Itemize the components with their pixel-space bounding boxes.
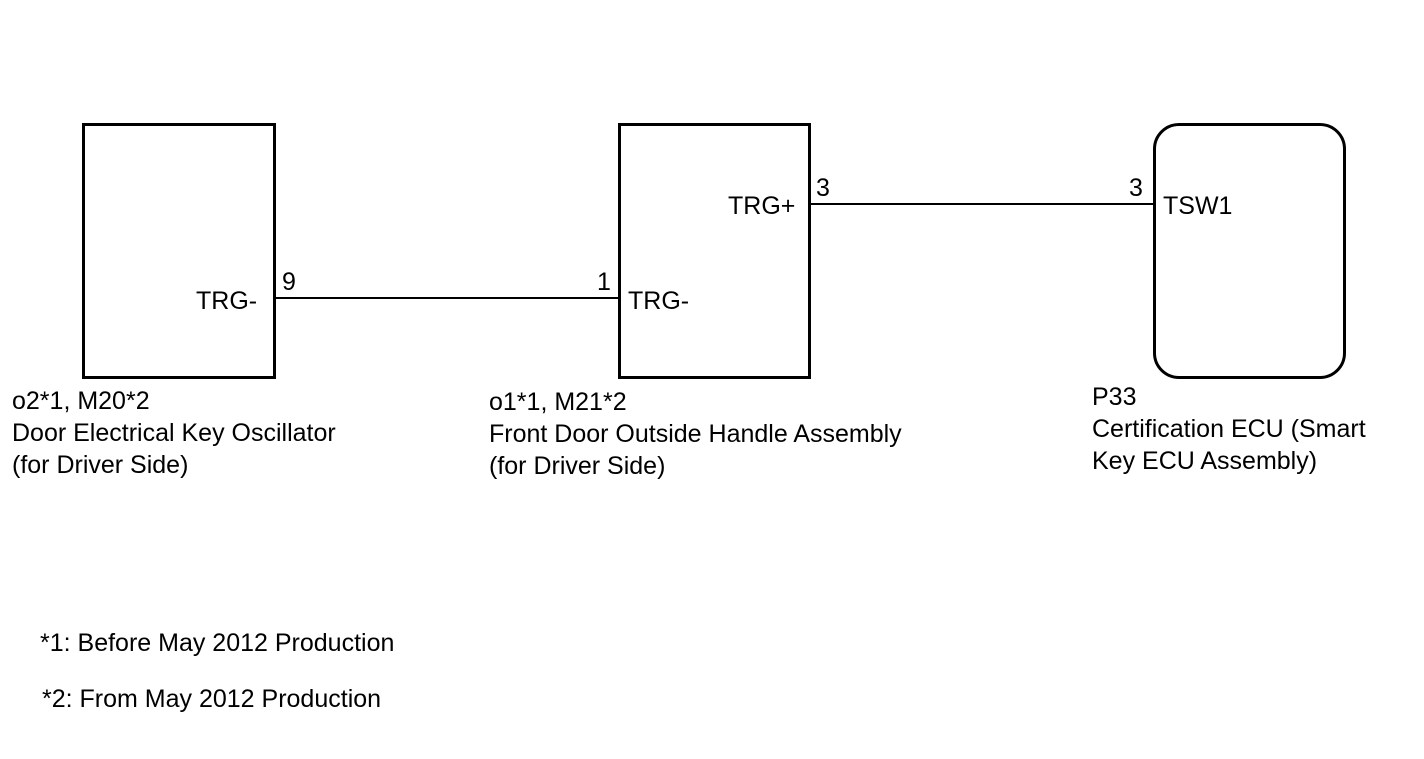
ecu-name2: Key ECU Assembly) xyxy=(1092,447,1318,475)
footnote-2: *2: From May 2012 Production xyxy=(42,685,382,713)
oscillator-name2: (for Driver Side) xyxy=(12,451,189,479)
ecu-connector: P33 xyxy=(1092,383,1137,411)
ecu-name: Certification ECU (Smart xyxy=(1092,415,1366,443)
ecu-box xyxy=(1153,123,1346,379)
handle-connector: o1*1, M21*2 xyxy=(489,388,627,416)
handle-name2: (for Driver Side) xyxy=(489,452,666,480)
ecu-pin-label: TSW1 xyxy=(1163,192,1233,220)
handle-pin-left-number: 1 xyxy=(597,268,611,296)
handle-caption: o1*1, M21*2 Front Door Outside Handle As… xyxy=(489,386,902,482)
handle-name: Front Door Outside Handle Assembly xyxy=(489,420,902,448)
oscillator-caption: o2*1, M20*2 Door Electrical Key Oscillat… xyxy=(12,385,336,481)
oscillator-box xyxy=(82,123,276,379)
handle-pin-left-label: TRG- xyxy=(628,287,690,315)
oscillator-pin-number: 9 xyxy=(282,268,296,296)
handle-pin-right-number: 3 xyxy=(816,174,830,202)
oscillator-connector: o2*1, M20*2 xyxy=(12,387,150,415)
ecu-pin-number: 3 xyxy=(1129,174,1143,202)
wire-trg-plus xyxy=(811,203,1153,205)
footnote-1: *1: Before May 2012 Production xyxy=(40,629,395,657)
oscillator-pin-label: TRG- xyxy=(196,287,258,315)
handle-box xyxy=(618,123,811,379)
ecu-caption: P33 Certification ECU (Smart Key ECU Ass… xyxy=(1092,381,1366,477)
handle-pin-right-label: TRG+ xyxy=(728,192,796,220)
wire-trg-minus xyxy=(276,297,618,299)
oscillator-name: Door Electrical Key Oscillator xyxy=(12,419,336,447)
